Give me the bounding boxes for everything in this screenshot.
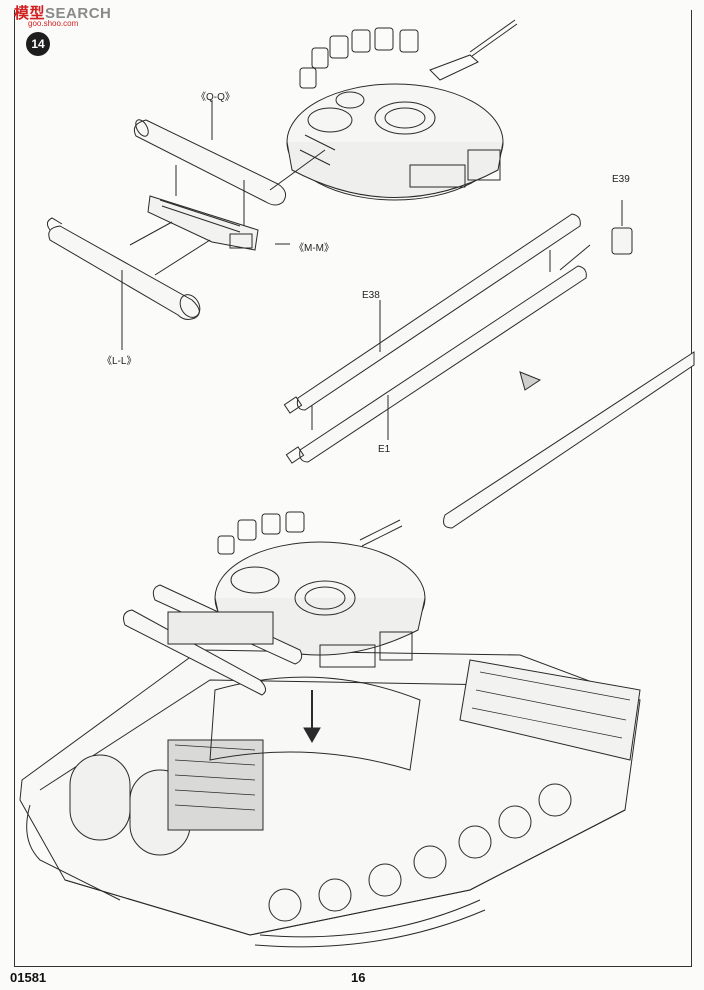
- label-e1: E1: [378, 444, 391, 455]
- watermark-text-part1: 模型: [14, 5, 46, 22]
- tank-hull: [19, 649, 641, 948]
- label-mm: 《M-M》: [294, 243, 334, 254]
- watermark-logo: 模型SEARCH: [14, 2, 111, 23]
- label-ll: 《L-L》: [102, 356, 137, 367]
- turret-installed: [123, 511, 426, 696]
- label-qq: 《Q-Q》: [196, 92, 235, 103]
- page-frame: [14, 10, 692, 967]
- track-and-wheels: [268, 783, 572, 922]
- label-e38: E38: [362, 290, 380, 301]
- watermark-url: goo.shoo.com: [28, 19, 79, 28]
- page-number: 16: [351, 970, 366, 985]
- step-number-badge: 14: [26, 32, 50, 56]
- turret-top-detail: [286, 19, 518, 201]
- assembly-arrows: [129, 149, 591, 430]
- gun-barrel-parts: [283, 200, 695, 529]
- label-e39: E39: [612, 174, 630, 185]
- fuel-drum-parts: [46, 100, 290, 350]
- kit-number: 01581: [10, 970, 47, 985]
- watermark-text-part2: SEARCH: [45, 5, 112, 22]
